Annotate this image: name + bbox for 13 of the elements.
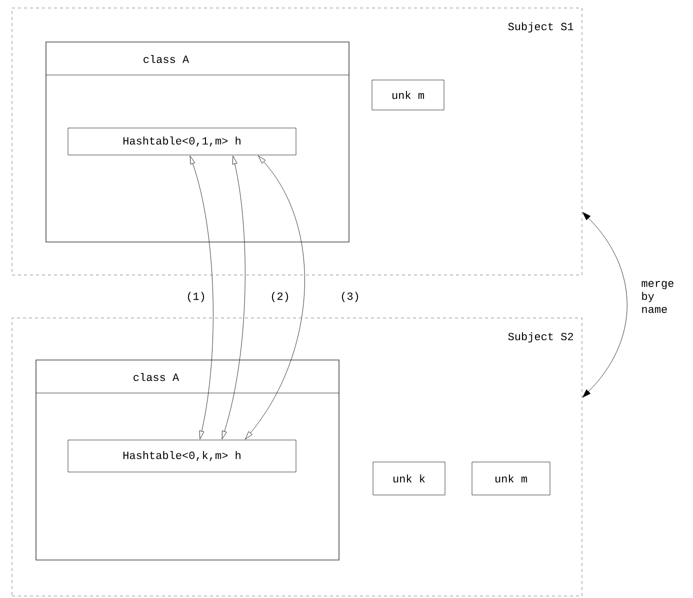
edge-label: (2) (272, 292, 288, 302)
edge-label: (1) (188, 292, 204, 302)
arrow (582, 212, 628, 398)
field-box: unk k (372, 462, 446, 496)
field-box: unk m (472, 462, 550, 496)
arrow (190, 156, 214, 440)
field-box: unk m (372, 80, 444, 110)
field-box: Hashtable<0,1,m> h (68, 128, 296, 156)
arrow (245, 156, 305, 440)
field-box: Hashtable<0,k,m> h (68, 440, 296, 472)
edge-label: merge by name (642, 281, 674, 314)
arrow (222, 156, 246, 440)
edge-label: (3) (342, 292, 358, 302)
